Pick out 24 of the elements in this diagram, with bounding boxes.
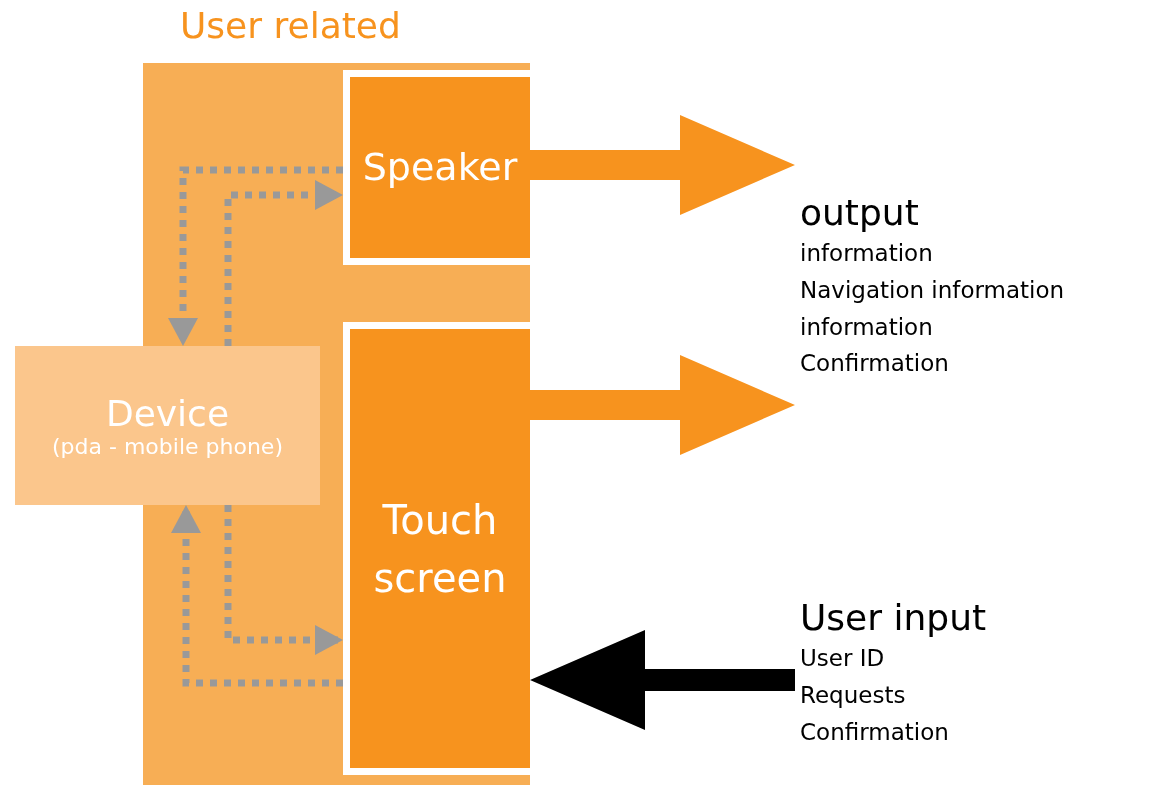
component-box bbox=[343, 70, 530, 265]
device-box bbox=[15, 346, 320, 505]
block-arrow bbox=[530, 355, 795, 455]
block-arrow bbox=[530, 115, 795, 215]
dotted-arrow bbox=[224, 505, 343, 655]
group-heading: User related bbox=[180, 5, 401, 46]
component-label: Speaker bbox=[362, 143, 518, 191]
dotted-arrow bbox=[171, 505, 343, 687]
device-label: Device bbox=[105, 392, 230, 434]
block-arrow bbox=[530, 630, 795, 730]
component-label: Touch screen bbox=[372, 495, 508, 603]
device-subtitle: (pda - mobile phone) bbox=[52, 433, 283, 459]
dotted-arrow bbox=[168, 166, 343, 346]
dotted-arrow bbox=[224, 180, 343, 346]
list-item: Confirmation bbox=[800, 349, 950, 379]
section-heading: User input bbox=[800, 596, 988, 640]
list-item: information bbox=[800, 312, 934, 342]
component-box bbox=[343, 322, 530, 775]
list-item: Confirmation bbox=[800, 717, 950, 747]
list-item: User ID bbox=[800, 644, 886, 673]
list-item: Requests bbox=[800, 680, 907, 710]
list-item: information bbox=[800, 239, 934, 268]
section-heading: output bbox=[800, 191, 920, 235]
list-item: Navigation information bbox=[800, 275, 1066, 305]
